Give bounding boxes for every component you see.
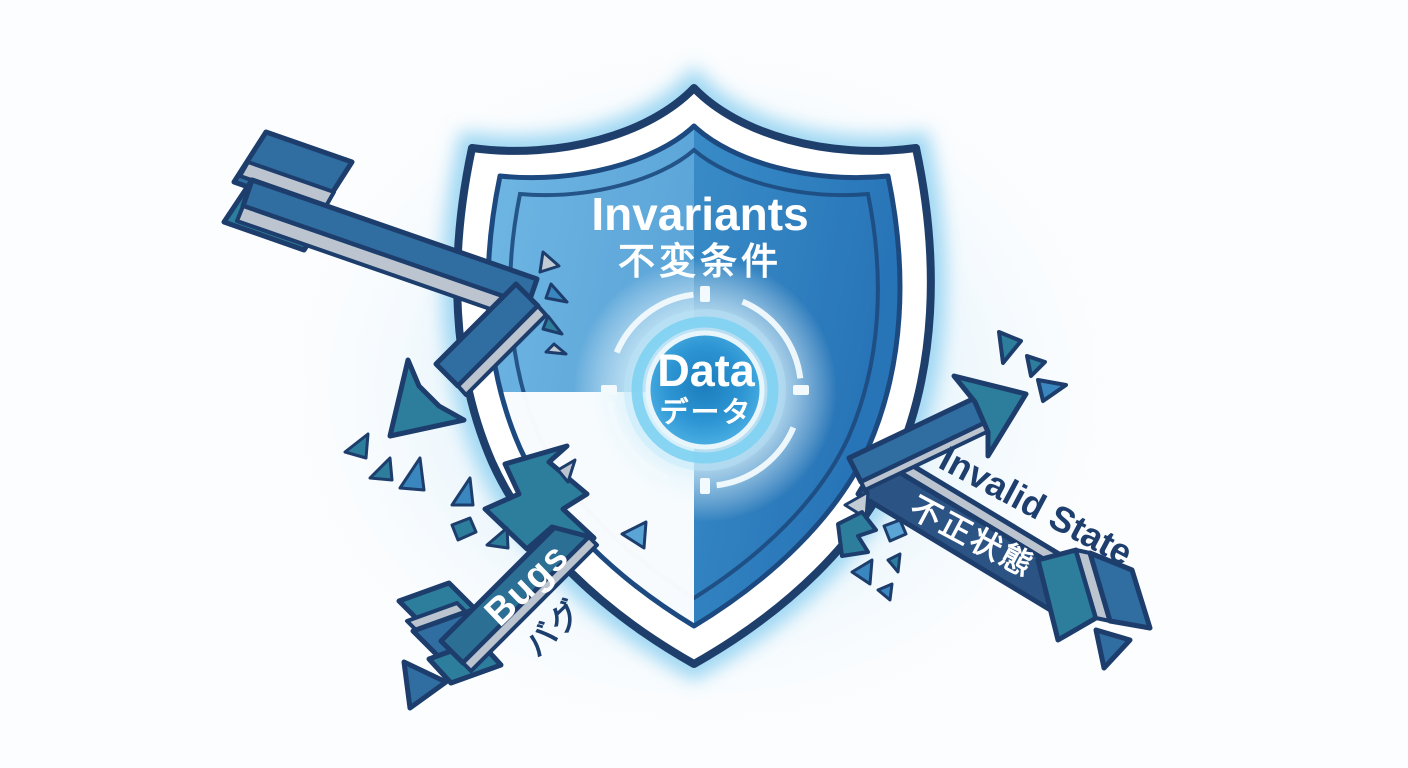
arrow-invalid-state: Invalid State 不正状態 (836, 330, 1153, 671)
impact-shards (538, 250, 569, 356)
shield-inner-border (485, 123, 903, 629)
shard (450, 516, 478, 542)
ricochet-arrow-head (951, 373, 1029, 459)
shard (485, 526, 510, 550)
tick-south (700, 478, 710, 494)
tick-east (793, 385, 809, 395)
impact-shards (836, 490, 908, 602)
shard (544, 342, 568, 356)
tick-north (700, 286, 710, 302)
tick-west (601, 385, 617, 395)
impact-shards (343, 432, 648, 550)
shard (368, 456, 394, 482)
core-glow-ring (631, 316, 779, 464)
fletch-feather (1087, 550, 1153, 631)
shard (836, 510, 878, 558)
shard (544, 282, 569, 304)
core-emblem: Data データ (573, 258, 837, 522)
speed-mark (1036, 378, 1068, 403)
crumple-highlight (556, 458, 577, 484)
core-reticle-ring (606, 291, 804, 489)
arrow-shaft-stripe (461, 535, 599, 673)
core-reticle-ticks (601, 286, 809, 494)
shield-title: Invariants (591, 188, 808, 240)
speed-marks (997, 330, 1068, 403)
arrow-bugs: Bugs バグ (343, 432, 648, 711)
core-disc (645, 330, 765, 450)
fletch-tail-tip (1093, 627, 1133, 671)
shard (398, 456, 426, 492)
arrow-crumpled-tip (482, 443, 597, 552)
core-label-ja: データ (659, 395, 752, 429)
shard (620, 520, 648, 550)
arrow-head (387, 357, 467, 439)
speed-mark (997, 330, 1023, 365)
shard (541, 314, 564, 336)
deflected-arrow-top-left (221, 129, 569, 439)
shard (882, 518, 908, 543)
shard (876, 582, 894, 602)
core-label: Data (657, 345, 756, 396)
speed-mark (1025, 354, 1047, 378)
shard (538, 250, 561, 274)
shard (450, 476, 475, 507)
arrow-fletching (1035, 547, 1153, 671)
shard (343, 432, 370, 460)
fletch-tail-tip (401, 659, 449, 711)
shard (886, 552, 902, 574)
arrow-deflected-stripe (456, 304, 548, 397)
shard (850, 558, 874, 586)
